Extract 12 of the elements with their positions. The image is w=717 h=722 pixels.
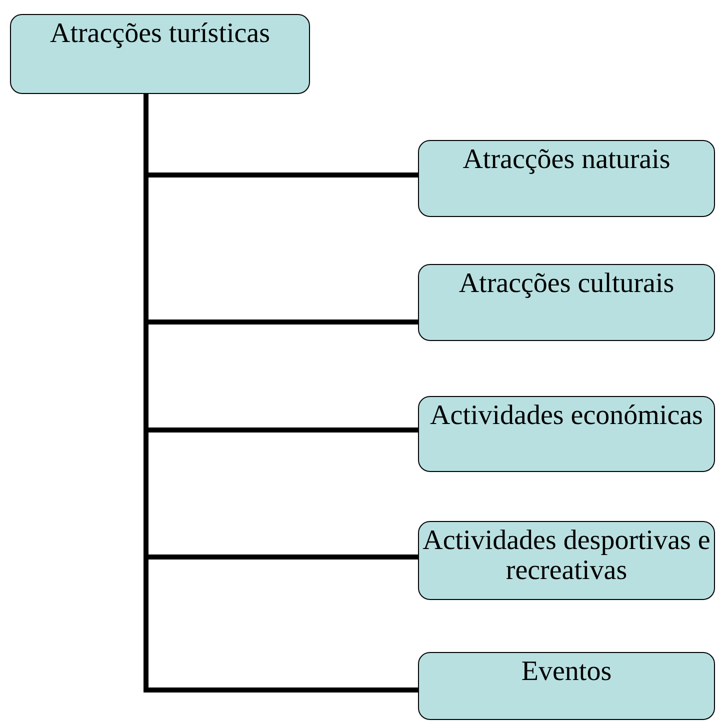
category-box <box>418 396 715 472</box>
box-label: Atracções turísticas <box>50 19 270 49</box>
box-label: Eventos <box>521 657 612 687</box>
box-label: Atracções culturais <box>458 269 674 299</box>
category-box <box>418 264 715 341</box>
category-box <box>418 521 715 600</box>
box-label: Atracções naturais <box>462 145 670 175</box>
box-label: Actividades desportivas e recreativas <box>422 526 712 586</box>
category-box <box>10 14 310 94</box>
category-box <box>418 140 715 217</box>
box-label: Actividades económicas <box>430 401 703 431</box>
category-box <box>418 652 715 720</box>
